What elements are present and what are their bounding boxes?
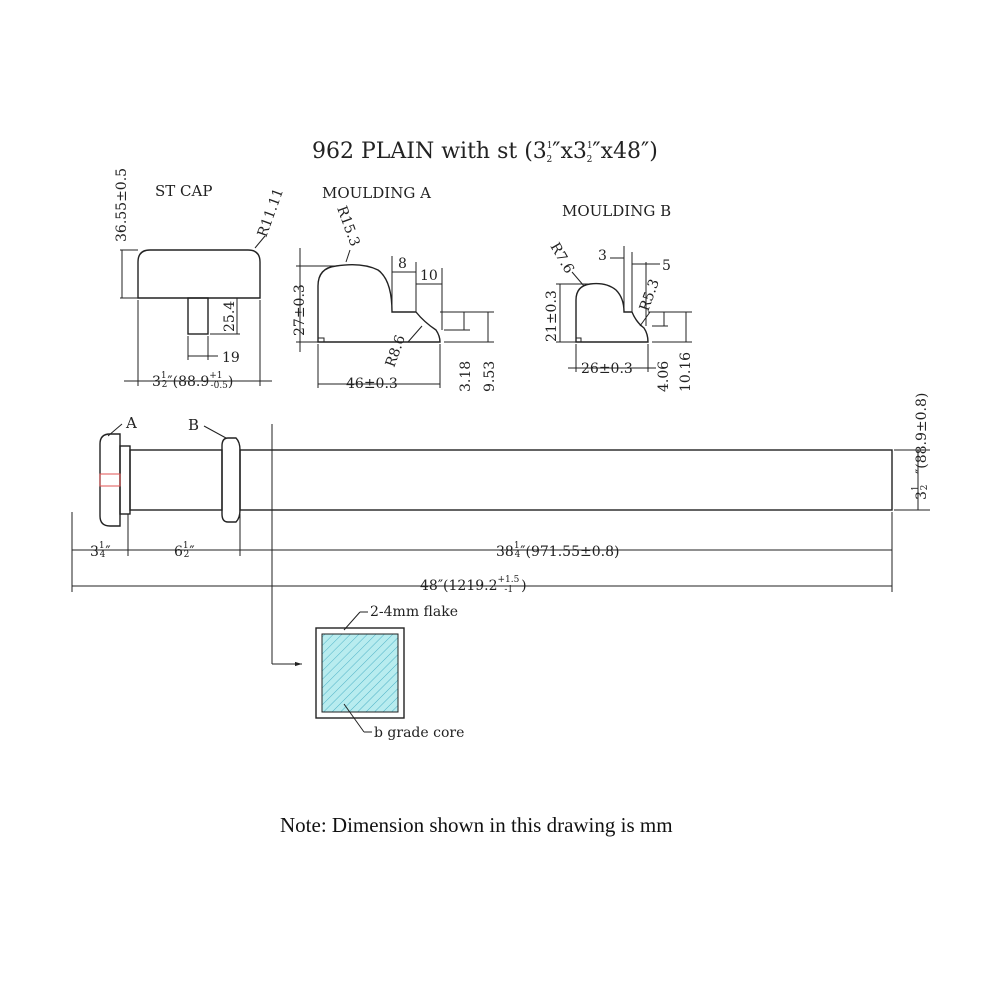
moulding-b-detail: MOULDING B R7.6 3 5 R5.3 21±0.3 26±0.3 4…: [544, 202, 694, 392]
moulding-b-dim-3: 3: [598, 248, 607, 264]
moulding-a-radius-cove: R8.6: [383, 333, 409, 369]
st-cap-label: ST CAP: [155, 182, 212, 200]
moulding-b-dim-5: 5: [662, 258, 671, 274]
cap-a-marker: [99, 473, 121, 487]
moulding-a-label: MOULDING A: [322, 184, 431, 202]
dim-total-length: 48″(1219.2+1.5-1): [420, 575, 527, 595]
moulding-a-dim-318: 3.18: [458, 361, 474, 392]
moulding-a-radius-top: R15.3: [333, 204, 362, 249]
st-cap-pin-height: 25.4: [222, 301, 238, 332]
moulding-b-radius-top: R7.6: [547, 240, 577, 276]
st-cap-height-dim: 36.55±0.5: [114, 168, 130, 242]
st-cap-pin: [187, 297, 209, 335]
moulding-a-detail: MOULDING A R15.3 27±0.3 8 10 R8.6 46±0.3: [292, 184, 498, 392]
moulding-b-width: 26±0.3: [581, 361, 633, 377]
drawing-note: Note: Dimension shown in this drawing is…: [280, 813, 673, 837]
post-main-shaft: [239, 449, 893, 511]
section-core: [321, 633, 399, 713]
st-cap-body: [137, 249, 261, 299]
moulding-b-dim-1016: 10.16: [678, 352, 694, 392]
st-cap-radius: R11.11: [255, 186, 287, 239]
post-height-dim: ″(88.9±0.8): [914, 393, 930, 474]
moulding-a-dim-953: 9.53: [482, 361, 498, 392]
moulding-b-label: MOULDING B: [562, 202, 671, 220]
moulding-a-dim-10: 10: [420, 268, 438, 284]
moulding-b-profile: [575, 282, 649, 343]
moulding-b-dim-406: 4.06: [656, 361, 672, 392]
cross-section: 2-4mm flake b grade core: [315, 604, 464, 741]
moulding-b-height: 21±0.3: [544, 290, 560, 342]
post-moulding-b: [221, 437, 241, 523]
marker-b: B: [188, 416, 199, 434]
moulding-b-radius-cove: R5.3: [637, 277, 663, 313]
flake-label: 2-4mm flake: [370, 604, 458, 620]
moulding-a-width: 46±0.3: [346, 376, 398, 392]
post-cap-a-ring: [119, 445, 131, 515]
marker-a: A: [125, 414, 137, 432]
moulding-a-dim-8: 8: [398, 256, 407, 272]
core-label: b grade core: [374, 725, 464, 741]
post-cap-a: [99, 433, 121, 527]
post-lower-shaft: [129, 449, 223, 511]
moulding-a-profile: [317, 263, 441, 343]
moulding-a-height: 27±0.3: [292, 284, 308, 336]
post-height-fraction: 312: [911, 485, 930, 500]
section-outer: [315, 627, 405, 719]
st-cap-pin-width: 19: [222, 350, 240, 366]
